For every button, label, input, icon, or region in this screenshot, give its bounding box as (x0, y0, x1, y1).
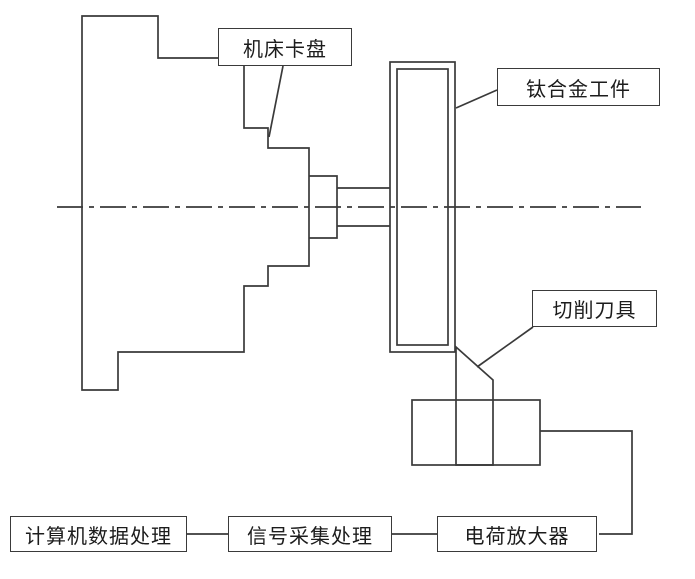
chuck-leader-line (268, 65, 284, 138)
tool-holder-block (411, 399, 541, 466)
signal-acquisition-text: 信号采集处理 (247, 525, 373, 548)
workpiece-leader-line (455, 89, 498, 109)
chuck-outline (81, 15, 310, 391)
amplifier-wire (540, 430, 633, 535)
workpiece-outer (389, 61, 456, 353)
charge-amplifier-text: 电荷放大器 (464, 525, 570, 548)
chuck-label-text: 机床卡盘 (243, 38, 327, 61)
signal-acquisition-block: 信号采集处理 (228, 516, 392, 552)
tool-leader-line (476, 326, 534, 368)
charge-amplifier-block: 电荷放大器 (437, 516, 597, 552)
tool-label-text: 切削刀具 (552, 300, 637, 322)
workpiece-inner (396, 68, 449, 346)
workpiece-label-text: 钛合金工件 (526, 78, 631, 101)
chuck-collar (309, 175, 338, 239)
tool-label: 切削刀具 (532, 290, 657, 327)
cutting-tool-shape (455, 345, 494, 466)
computer-processing-block: 计算机数据处理 (10, 516, 187, 552)
computer-processing-text: 计算机数据处理 (25, 525, 172, 548)
chuck-label: 机床卡盘 (218, 28, 352, 66)
workpiece-label: 钛合金工件 (497, 68, 660, 106)
